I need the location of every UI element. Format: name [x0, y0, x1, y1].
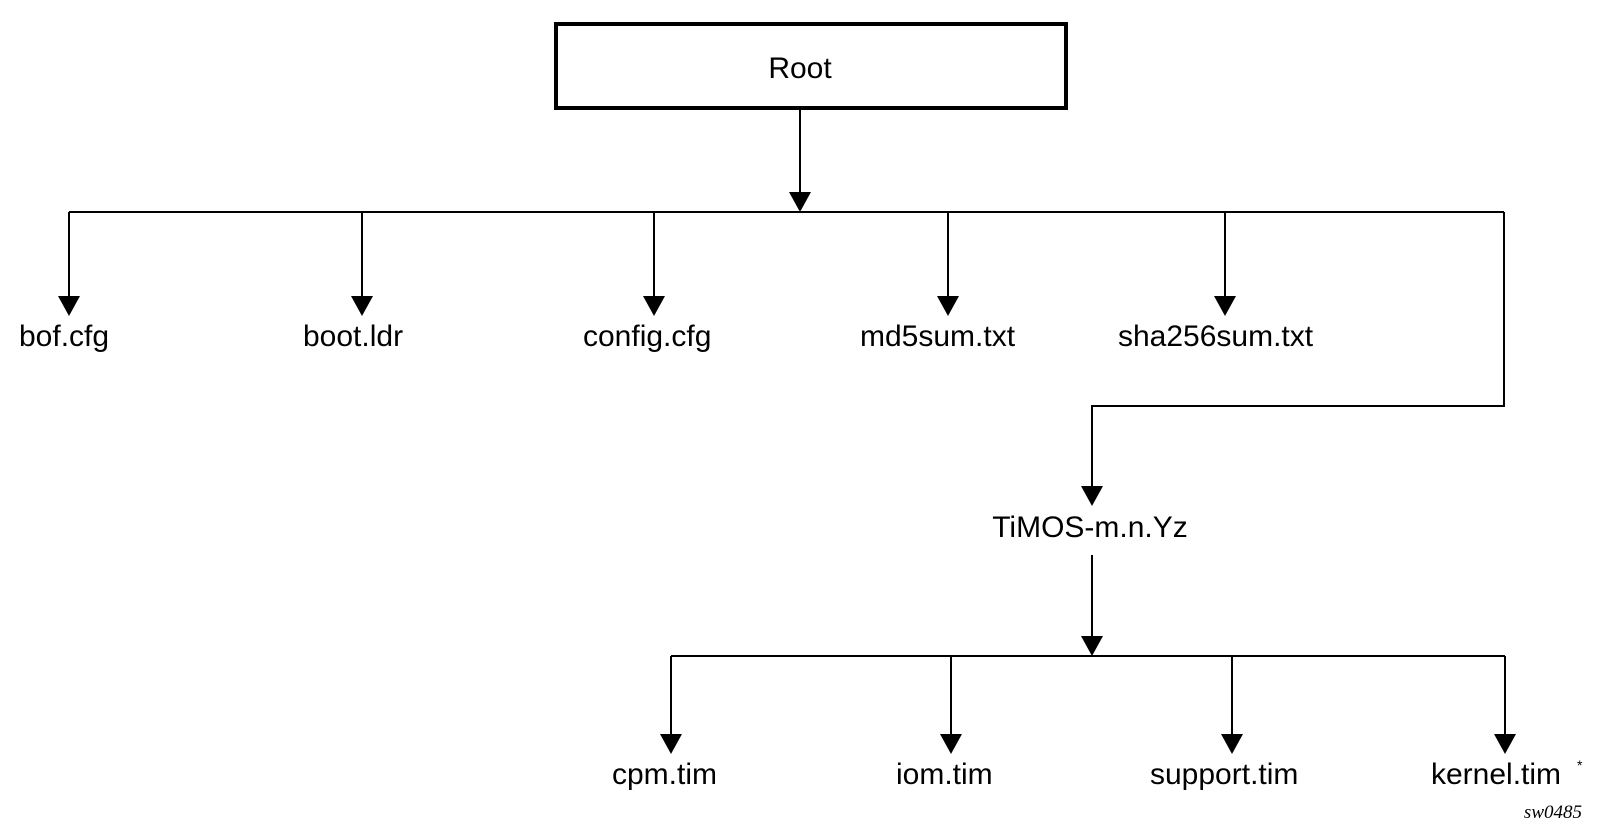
arrow-head-icon — [351, 296, 373, 316]
arrow-head-icon — [789, 192, 811, 212]
arrow-head-icon — [1081, 486, 1103, 506]
arrow-head-icon — [1214, 296, 1236, 316]
root-label: Root — [768, 52, 832, 85]
arrow-head-icon — [1221, 734, 1243, 754]
arrow-head-icon — [643, 296, 665, 316]
branch-md5 — [937, 212, 959, 316]
image-directory-label: TiMOS-m.n.Yz — [992, 511, 1188, 544]
arrow-head-icon — [1081, 636, 1103, 656]
file-config-cfg: config.cfg — [583, 320, 711, 353]
branch-image-dir — [1081, 212, 1505, 506]
arrow-head-icon — [660, 734, 682, 754]
root-box — [554, 22, 1068, 110]
branch-config — [643, 212, 665, 316]
branch-boot — [351, 212, 373, 316]
arrow-head-icon — [940, 734, 962, 754]
arrow-head-icon — [937, 296, 959, 316]
branch-cpm — [660, 656, 682, 754]
branch-kernel — [1494, 656, 1516, 754]
image-dir-connector — [1081, 555, 1103, 656]
figure-id: sw0485 — [1524, 802, 1582, 823]
arrow-head-icon — [1494, 734, 1516, 754]
file-iom-tim: iom.tim — [896, 758, 993, 791]
branch-iom — [940, 656, 962, 754]
root-connector — [789, 108, 811, 212]
arrow-head-icon — [58, 296, 80, 316]
branch-bof — [58, 212, 80, 316]
root-node: Root — [554, 22, 1068, 110]
file-bof-cfg: bof.cfg — [19, 320, 109, 353]
file-cpm-tim: cpm.tim — [612, 758, 717, 791]
file-md5sum-txt: md5sum.txt — [860, 320, 1016, 353]
kernel-footnote-mark: * — [1577, 757, 1583, 773]
branch-support — [1221, 656, 1243, 754]
file-support-tim: support.tim — [1150, 758, 1298, 791]
file-boot-ldr: boot.ldr — [303, 320, 403, 353]
file-sha256sum-txt: sha256sum.txt — [1118, 320, 1314, 353]
file-kernel-tim: kernel.tim — [1431, 758, 1561, 791]
branch-sha256 — [1214, 212, 1236, 316]
